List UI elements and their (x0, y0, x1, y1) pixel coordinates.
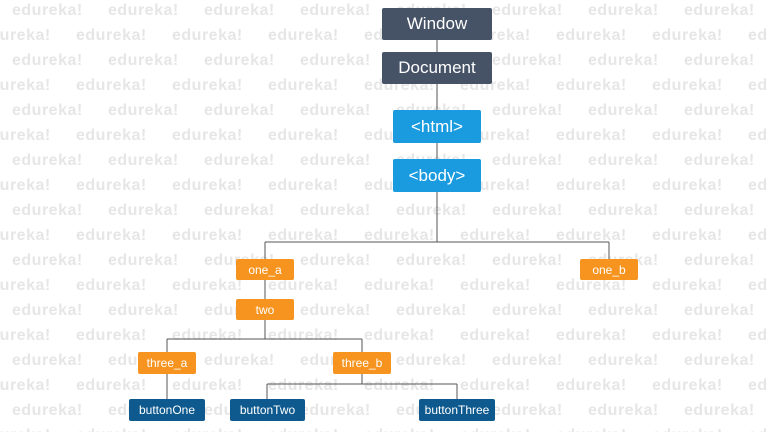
node-one-b: one_b (580, 259, 638, 280)
node-window: Window (382, 8, 492, 40)
node-one-a: one_a (236, 259, 294, 280)
node-html: <html> (393, 110, 481, 143)
node-body: <body> (393, 159, 481, 192)
node-button-three: buttonThree (419, 399, 495, 421)
node-button-one: buttonOne (129, 399, 205, 421)
node-document: Document (382, 52, 492, 84)
node-two: two (236, 299, 294, 320)
node-three-a: three_a (138, 352, 196, 374)
node-button-two: buttonTwo (230, 399, 305, 421)
node-three-b: three_b (333, 352, 391, 374)
